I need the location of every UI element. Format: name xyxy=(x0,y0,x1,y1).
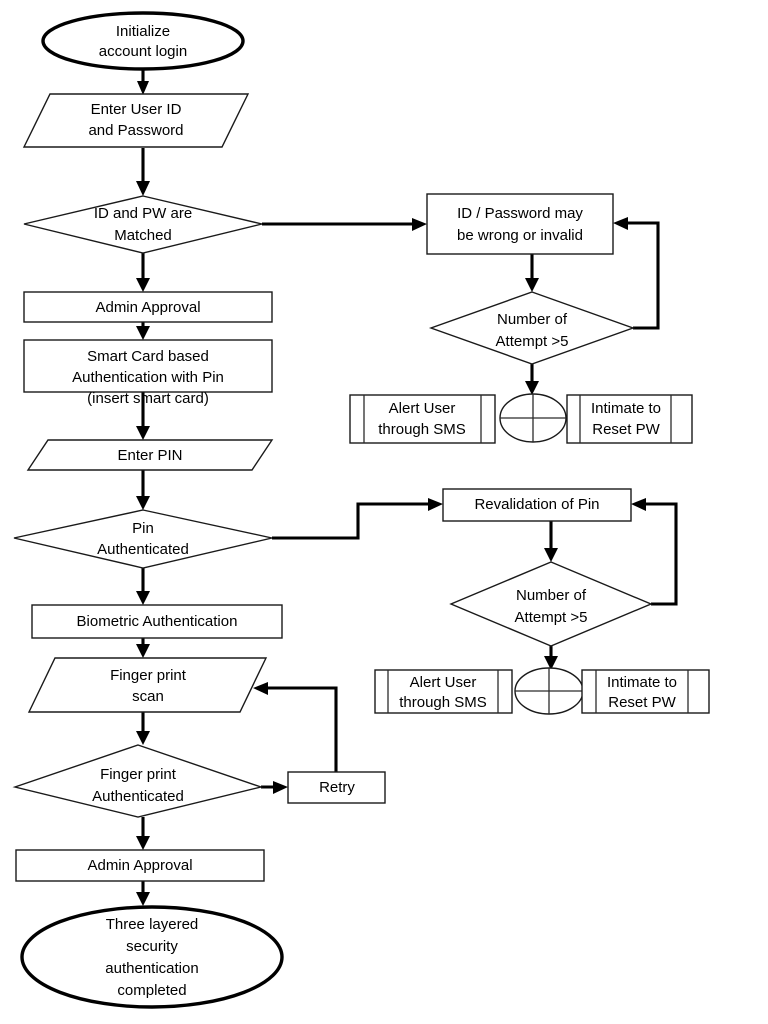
edge-admin-approval-2-to-end xyxy=(136,881,150,906)
node-enter-pin[interactable]: Enter PIN xyxy=(26,439,274,471)
node-biometric-authentication[interactable]: Biometric Authentication xyxy=(31,604,283,639)
node-fingerprint-authenticated[interactable]: Finger print Authenticated xyxy=(12,744,264,818)
node-retry-label: Retry xyxy=(319,779,355,796)
edge-id-match-to-invalid xyxy=(262,218,427,231)
node-end[interactable]: Three layered security authentication co… xyxy=(20,905,284,1009)
node-pin-authenticated-line2: Authenticated xyxy=(97,541,189,558)
node-start[interactable]: Initialize account login xyxy=(41,11,245,71)
node-id-pw-matched[interactable]: ID and PW are Matched xyxy=(23,195,263,254)
node-attempts-1-line2: Attempt >5 xyxy=(496,333,569,350)
edge-id-match-to-admin-approval-1 xyxy=(136,253,150,292)
node-attempts-1[interactable]: Number of Attempt >5 xyxy=(428,291,636,365)
node-attempts-2-line2: Attempt >5 xyxy=(515,609,588,626)
node-alert-sms-2-line2: through SMS xyxy=(399,694,487,711)
node-attempts-2-line1: Number of xyxy=(516,587,587,604)
node-end-line3: authentication xyxy=(105,960,198,977)
node-alert-sms-1[interactable]: Alert User through SMS xyxy=(349,394,496,444)
node-alert-sms-1-line2: through SMS xyxy=(378,421,466,438)
node-admin-approval-2-label: Admin Approval xyxy=(87,857,192,874)
node-id-password-invalid-line2: be wrong or invalid xyxy=(457,227,583,244)
node-intimate-reset-2-line2: Reset PW xyxy=(608,694,676,711)
node-junction-2[interactable] xyxy=(514,667,584,715)
node-alert-sms-2-line1: Alert User xyxy=(410,674,477,691)
node-enter-credentials[interactable]: Enter User ID and Password xyxy=(22,93,250,148)
node-id-pw-matched-line2: Matched xyxy=(114,227,172,244)
node-id-pw-matched-line1: ID and PW are xyxy=(94,205,192,222)
node-id-password-invalid-line1: ID / Password may xyxy=(457,205,583,222)
node-intimate-reset-2[interactable]: Intimate to Reset PW xyxy=(581,669,710,714)
node-junction-1[interactable] xyxy=(499,393,567,443)
node-fingerprint-scan-line1: Finger print xyxy=(110,667,187,684)
node-fingerprint-scan-line2: scan xyxy=(132,688,164,705)
edge-smart-card-to-enter-pin xyxy=(136,392,150,440)
node-fingerprint-authenticated-line1: Finger print xyxy=(100,766,177,783)
node-pin-authenticated[interactable]: Pin Authenticated xyxy=(13,509,273,569)
node-enter-credentials-line2: and Password xyxy=(88,122,183,139)
edge-fingerprint-auth-to-admin-approval-2 xyxy=(136,817,150,850)
node-attempts-2[interactable]: Number of Attempt >5 xyxy=(449,561,653,647)
node-end-line4: completed xyxy=(117,982,186,999)
edge-fingerprint-scan-to-fingerprint-auth xyxy=(136,712,150,745)
node-revalidation-pin-label: Revalidation of Pin xyxy=(474,496,599,513)
edge-retry-to-fingerprint-scan xyxy=(253,682,338,772)
node-admin-approval-1-label: Admin Approval xyxy=(95,299,200,316)
connector-layer xyxy=(136,70,678,906)
node-intimate-reset-1-line2: Reset PW xyxy=(592,421,660,438)
edge-pin-auth-to-biometric xyxy=(136,568,150,605)
edge-attempts-2-loop-back xyxy=(631,498,678,606)
node-retry[interactable]: Retry xyxy=(287,771,386,804)
node-smart-card-line3: (insert smart card) xyxy=(87,390,209,407)
edge-attempts-1-to-junction xyxy=(525,364,539,395)
edge-enter-pin-to-pin-auth xyxy=(136,470,150,510)
edge-fingerprint-auth-to-retry xyxy=(261,781,288,794)
node-end-line2: security xyxy=(126,938,178,955)
edge-pin-auth-to-revalidation xyxy=(272,498,443,540)
node-start-line1: Initialize xyxy=(116,23,170,40)
node-id-password-invalid[interactable]: ID / Password may be wrong or invalid xyxy=(426,193,614,255)
node-attempts-1-line1: Number of xyxy=(497,311,568,328)
node-admin-approval-1[interactable]: Admin Approval xyxy=(23,291,273,323)
node-smart-card-line1: Smart Card based xyxy=(87,348,209,365)
edge-attempts-2-to-junction xyxy=(544,646,558,670)
node-admin-approval-2[interactable]: Admin Approval xyxy=(15,849,265,882)
node-start-line2: account login xyxy=(99,43,187,60)
node-smart-card[interactable]: Smart Card based Authentication with Pin… xyxy=(23,339,273,407)
node-alert-sms-2[interactable]: Alert User through SMS xyxy=(374,669,513,714)
edge-invalid-to-attempts-1 xyxy=(525,254,539,292)
node-alert-sms-1-line1: Alert User xyxy=(389,400,456,417)
node-intimate-reset-1-line1: Intimate to xyxy=(591,400,661,417)
node-smart-card-line2: Authentication with Pin xyxy=(72,369,224,386)
edge-start-to-enter-credentials xyxy=(137,70,149,95)
node-intimate-reset-1[interactable]: Intimate to Reset PW xyxy=(566,394,693,444)
node-revalidation-pin[interactable]: Revalidation of Pin xyxy=(442,488,632,522)
node-enter-pin-label: Enter PIN xyxy=(117,447,182,464)
edge-credentials-to-id-match xyxy=(136,148,150,196)
edge-revalidation-to-attempts-2 xyxy=(544,521,558,562)
edge-biometric-to-fingerprint-scan xyxy=(136,638,150,658)
edge-admin-approval-1-to-smart-card xyxy=(136,322,150,340)
node-fingerprint-authenticated-line2: Authenticated xyxy=(92,788,184,805)
node-fingerprint-scan[interactable]: Finger print scan xyxy=(27,657,268,713)
node-biometric-authentication-label: Biometric Authentication xyxy=(77,613,238,630)
node-pin-authenticated-line1: Pin xyxy=(132,520,154,537)
node-enter-credentials-line1: Enter User ID xyxy=(91,101,182,118)
node-end-line1: Three layered xyxy=(106,916,199,933)
edge-attempts-1-loop-back xyxy=(613,217,660,330)
node-intimate-reset-2-line1: Intimate to xyxy=(607,674,677,691)
